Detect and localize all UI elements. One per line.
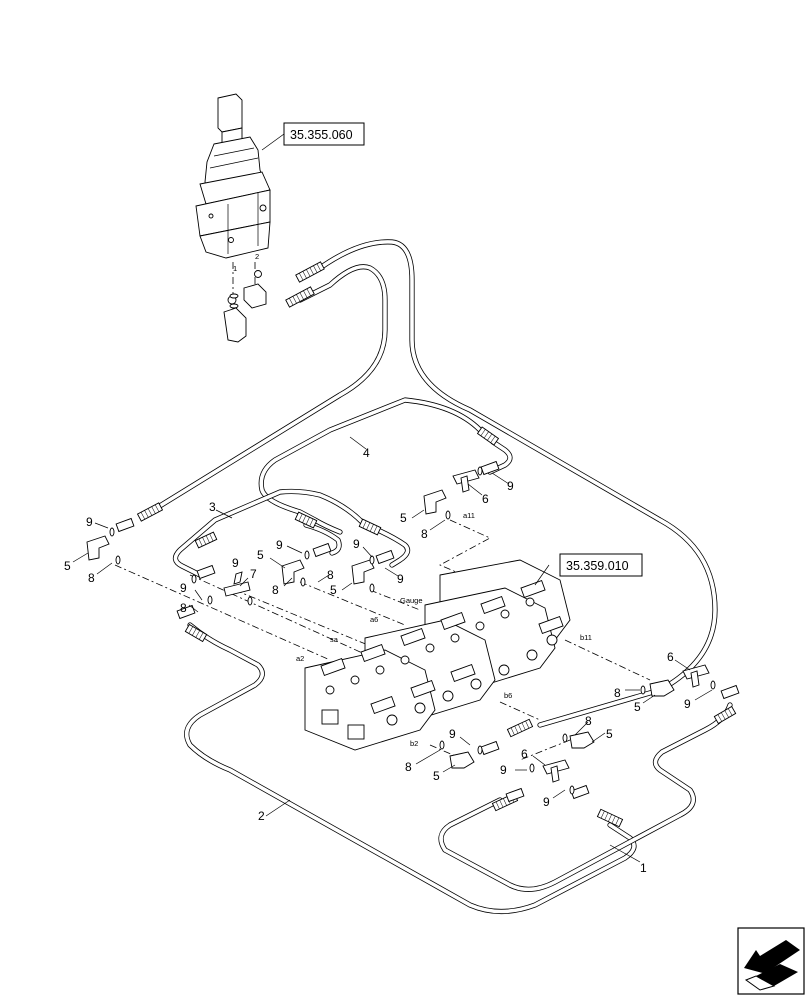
hose-1 <box>438 702 733 892</box>
callout-7: 7 <box>250 567 257 581</box>
port-a11-label: a11 <box>463 511 475 520</box>
callout-1: 1 <box>640 861 647 875</box>
hose-mid-small <box>303 522 342 556</box>
callout-8: 8 <box>327 568 334 582</box>
hoses <box>147 239 733 915</box>
callout-9: 9 <box>180 581 187 595</box>
callout-8: 8 <box>272 583 279 597</box>
elbow-fitting <box>423 489 447 515</box>
callout-numbers: 9 5 8 3 4 9 7 9 8 5 9 8 8 5 9 9 5 8 6 9 … <box>64 446 691 875</box>
tee-fitting <box>682 664 710 688</box>
callout-4: 4 <box>363 446 370 460</box>
callout-3: 3 <box>209 500 216 514</box>
joystick-icon <box>195 93 271 343</box>
callout-5: 5 <box>257 548 264 562</box>
callout-9: 9 <box>86 515 93 529</box>
reference-box-valve[interactable]: 35.359.010 <box>559 553 643 577</box>
callout-9: 9 <box>543 795 550 809</box>
adapter-fitting <box>505 787 525 803</box>
callout-8: 8 <box>405 760 412 774</box>
hose-joystick-right <box>297 239 718 728</box>
connection-dash-lines <box>114 262 651 761</box>
elbow-fitting <box>86 535 110 561</box>
port-labels: a11 Gauge a6 sa a2 b11 b6 b2 <box>296 511 592 748</box>
tee-fitting <box>223 571 251 597</box>
callout-9: 9 <box>232 556 239 570</box>
adapter-fitting <box>196 564 216 580</box>
callout-8: 8 <box>614 686 621 700</box>
port-sa-label: sa <box>330 635 339 644</box>
callout-9: 9 <box>684 697 691 711</box>
navigation-arrow-icon[interactable] <box>737 927 805 995</box>
callout-8: 8 <box>585 714 592 728</box>
callout-5: 5 <box>606 727 613 741</box>
valve-block-icon <box>304 559 571 751</box>
port-b11-label: b11 <box>580 633 592 642</box>
hose-4 <box>258 397 513 535</box>
adapter-fitting <box>480 460 500 476</box>
adapter-fitting <box>176 604 196 620</box>
callout-5: 5 <box>330 583 337 597</box>
joystick-port-1-label: 1 <box>233 264 237 273</box>
elbow-fitting <box>281 559 305 585</box>
port-a6-label: a6 <box>370 615 378 624</box>
adapter-fitting <box>720 684 740 700</box>
elbow-fitting <box>569 731 595 749</box>
valve-reference[interactable]: 35.359.010 <box>566 559 629 573</box>
callout-6: 6 <box>521 747 528 761</box>
port-b2-label: b2 <box>410 739 418 748</box>
port-gauge-label: Gauge <box>400 596 423 605</box>
callout-9: 9 <box>449 727 456 741</box>
washers <box>109 293 716 795</box>
hose-3 <box>172 488 411 578</box>
hose-joystick-left <box>147 264 388 515</box>
tee-fitting <box>542 759 570 783</box>
callout-9: 9 <box>353 537 360 551</box>
callout-5: 5 <box>400 511 407 525</box>
callout-6: 6 <box>667 650 674 664</box>
callout-5: 5 <box>433 769 440 783</box>
hose-end-fittings <box>136 261 737 828</box>
port-b6-label: b6 <box>504 691 512 700</box>
joystick-reference[interactable]: 35.355.060 <box>290 128 353 142</box>
callout-8: 8 <box>421 527 428 541</box>
callout-9: 9 <box>397 572 404 586</box>
adapter-fitting <box>480 740 500 756</box>
joystick-port-2-label: 2 <box>255 252 259 261</box>
callout-5: 5 <box>64 559 71 573</box>
callout-8: 8 <box>180 601 187 615</box>
adapter-fitting <box>312 542 332 558</box>
callout-6: 6 <box>482 492 489 506</box>
port-a2-label: a2 <box>296 654 304 663</box>
callout-2: 2 <box>258 809 265 823</box>
hose-2 <box>184 622 637 915</box>
leader-lines <box>72 133 713 863</box>
callout-8: 8 <box>88 571 95 585</box>
callout-9: 9 <box>276 538 283 552</box>
adapter-fitting <box>115 517 135 533</box>
reference-box-joystick[interactable]: 35.355.060 <box>283 122 365 146</box>
elbow-fitting <box>449 751 475 769</box>
callout-9: 9 <box>507 479 514 493</box>
adapter-fitting <box>375 549 395 565</box>
callout-5: 5 <box>634 700 641 714</box>
tee-fitting <box>452 469 480 493</box>
callout-9: 9 <box>500 763 507 777</box>
fittings <box>86 293 740 803</box>
elbow-fitting <box>649 679 675 697</box>
adapter-fitting <box>570 784 590 800</box>
